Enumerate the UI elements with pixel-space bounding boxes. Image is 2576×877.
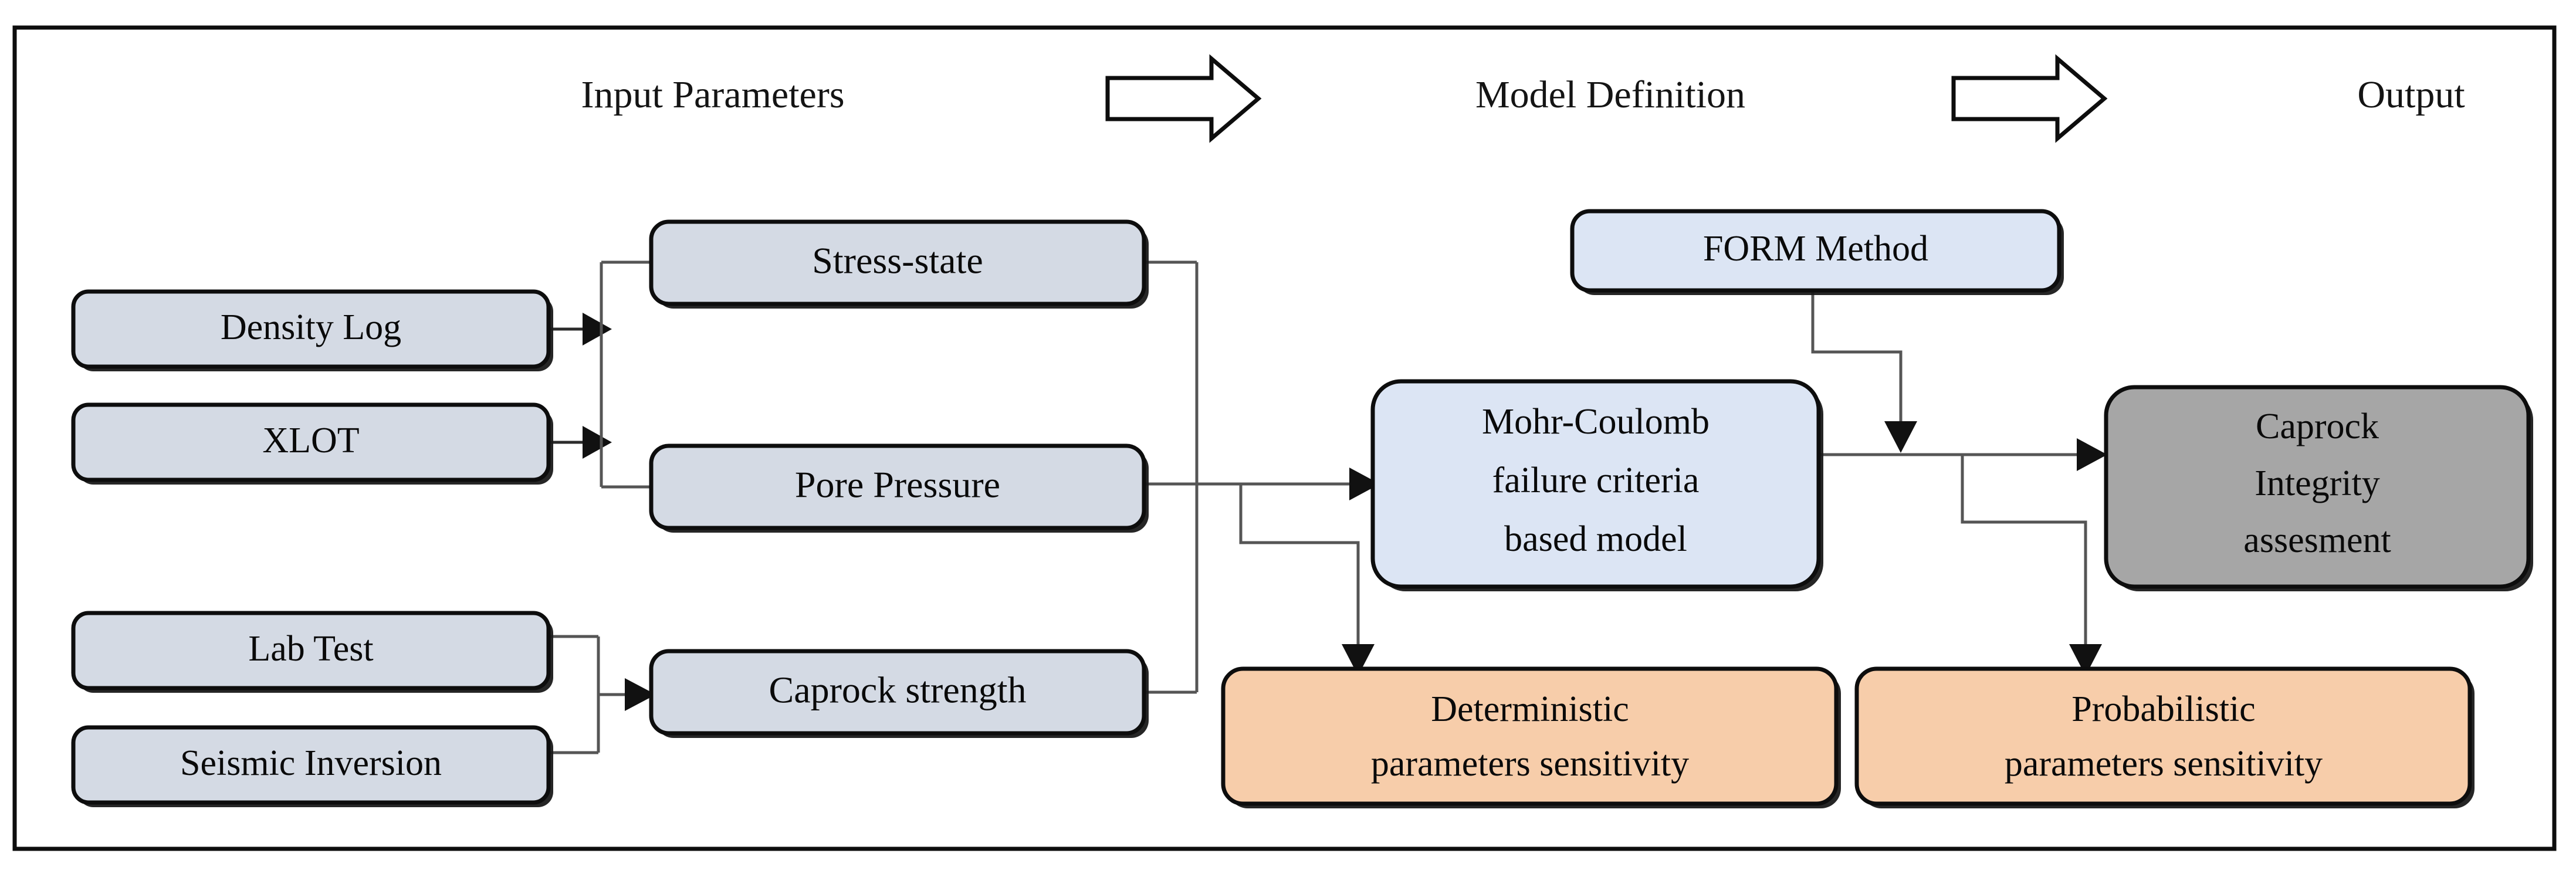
- node-label-lab-test: Lab Test: [248, 629, 373, 669]
- node-label-probabilistic-line-2: parameters sensitivity: [2005, 744, 2323, 784]
- diagram-frame: [12, 25, 2557, 851]
- node-form-method[interactable]: FORM Method: [1570, 209, 2064, 295]
- connector-left-bus-bottom: [597, 636, 656, 753]
- band-arrow-1: [1105, 54, 1262, 143]
- node-label-deterministic-line-1: Deterministic: [1431, 689, 1629, 729]
- node-seismic-inversion[interactable]: Seismic Inversion: [71, 725, 553, 807]
- node-label-stress-state: Stress-state: [812, 240, 983, 282]
- connector-form-method-to-model-output: [1811, 290, 1917, 453]
- node-deterministic-sensitivity[interactable]: Deterministic parameters sensitivity: [1221, 666, 1841, 808]
- node-label-density-log: Density Log: [221, 307, 401, 347]
- node-label-caprock-integrity-line-3: assesment: [2243, 520, 2391, 560]
- node-lab-test[interactable]: Lab Test: [71, 611, 553, 693]
- node-probabilistic-sensitivity[interactable]: Probabilistic parameters sensitivity: [1854, 666, 2475, 808]
- node-label-caprock-strength: Caprock strength: [769, 669, 1027, 711]
- connector-parameters-to-deterministic: [1239, 484, 1375, 676]
- node-label-probabilistic-line-1: Probabilistic: [2071, 689, 2255, 729]
- node-density-log[interactable]: Density Log: [71, 289, 553, 371]
- node-label-form-method: FORM Method: [1703, 229, 1928, 269]
- node-label-mohr-coulomb-line-1: Mohr-Coulomb: [1482, 402, 1710, 442]
- node-label-xlot: XLOT: [262, 421, 359, 460]
- node-label-caprock-integrity-line-2: Integrity: [2255, 463, 2380, 503]
- connector-model-to-caprock-integrity: [1819, 438, 2107, 471]
- connector-xlot-to-bus: [549, 426, 612, 459]
- node-mohr-coulomb-model[interactable]: Mohr-Coulomb failure criteria based mode…: [1370, 379, 1823, 591]
- connector-parameters-to-mohr-coulomb: [1144, 468, 1380, 500]
- band-label-model-definition: Model Definition: [1475, 73, 1745, 116]
- node-label-pore-pressure: Pore Pressure: [795, 464, 1000, 506]
- node-xlot[interactable]: XLOT: [71, 402, 553, 485]
- node-stress-state[interactable]: Stress-state: [649, 219, 1149, 309]
- node-pore-pressure[interactable]: Pore Pressure: [649, 443, 1149, 533]
- connector-density-log-to-bus: [549, 313, 612, 346]
- band-label-output: Output: [2357, 73, 2465, 116]
- node-caprock-integrity-assessment[interactable]: Caprock Integrity assesment: [2104, 385, 2533, 591]
- band-arrow-2: [1951, 54, 2108, 143]
- node-label-caprock-integrity-line-1: Caprock: [2256, 407, 2379, 446]
- connector-model-to-probabilistic: [1961, 455, 2102, 676]
- node-caprock-strength[interactable]: Caprock strength: [649, 649, 1149, 738]
- node-label-seismic-inversion: Seismic Inversion: [180, 743, 442, 783]
- band-label-input-parameters: Input Parameters: [581, 73, 844, 116]
- node-label-mohr-coulomb-line-3: based model: [1504, 519, 1687, 559]
- node-label-deterministic-line-2: parameters sensitivity: [1371, 744, 1689, 784]
- node-label-mohr-coulomb-line-2: failure criteria: [1492, 460, 1700, 500]
